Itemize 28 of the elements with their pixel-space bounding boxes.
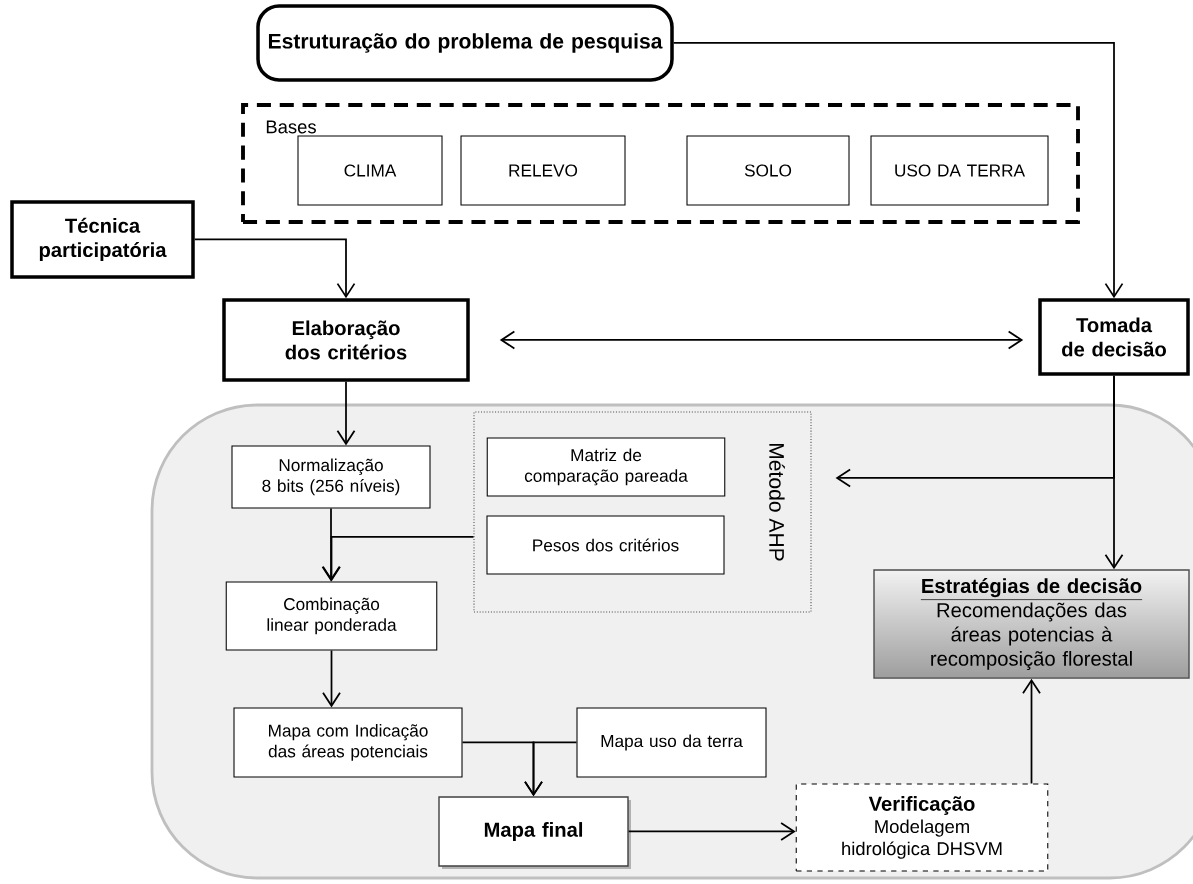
process-box: Tomada de decisão — [1038, 298, 1190, 376]
process-box: USO DA TERRA — [870, 135, 1049, 206]
arrow — [322, 649, 341, 708]
arrow — [499, 330, 1024, 350]
process-box: Mapa uso da terra — [576, 707, 767, 778]
process-box: Mapa com Indicação das áreas potenciais — [233, 707, 463, 778]
process-box: Verificação Modelagem hidrológica DHSVM — [795, 783, 1049, 872]
process-box: CLIMA — [297, 135, 443, 206]
process-box: Elaboração dos critérios — [222, 298, 470, 382]
process-box: Mapa final — [438, 796, 631, 869]
process-box: Matriz de comparação pareada — [486, 437, 726, 497]
process-box: SOLO — [686, 135, 850, 206]
process-box: Técnica participatória — [10, 200, 195, 279]
title-box: Estruturação do problema de pesquisa — [256, 4, 674, 82]
arrow — [1022, 678, 1041, 785]
arrow — [672, 42, 1124, 299]
arrow — [321, 507, 341, 582]
process-box: Pesos dos critérios — [486, 515, 725, 575]
process-box: RELEVO — [460, 135, 626, 206]
arrow — [627, 822, 796, 841]
process-box: Combinação linear ponderada — [225, 581, 438, 651]
result-box: Estratégias de decisão Recomendações das áreas potencias à recomposição florestal — [873, 569, 1190, 679]
arrow — [336, 380, 356, 446]
arrow — [1104, 374, 1124, 570]
arrow — [524, 741, 578, 797]
arrow — [193, 238, 356, 299]
process-box: Normalização 8 bits (256 níveis) — [231, 445, 431, 509]
arrow — [322, 536, 475, 582]
